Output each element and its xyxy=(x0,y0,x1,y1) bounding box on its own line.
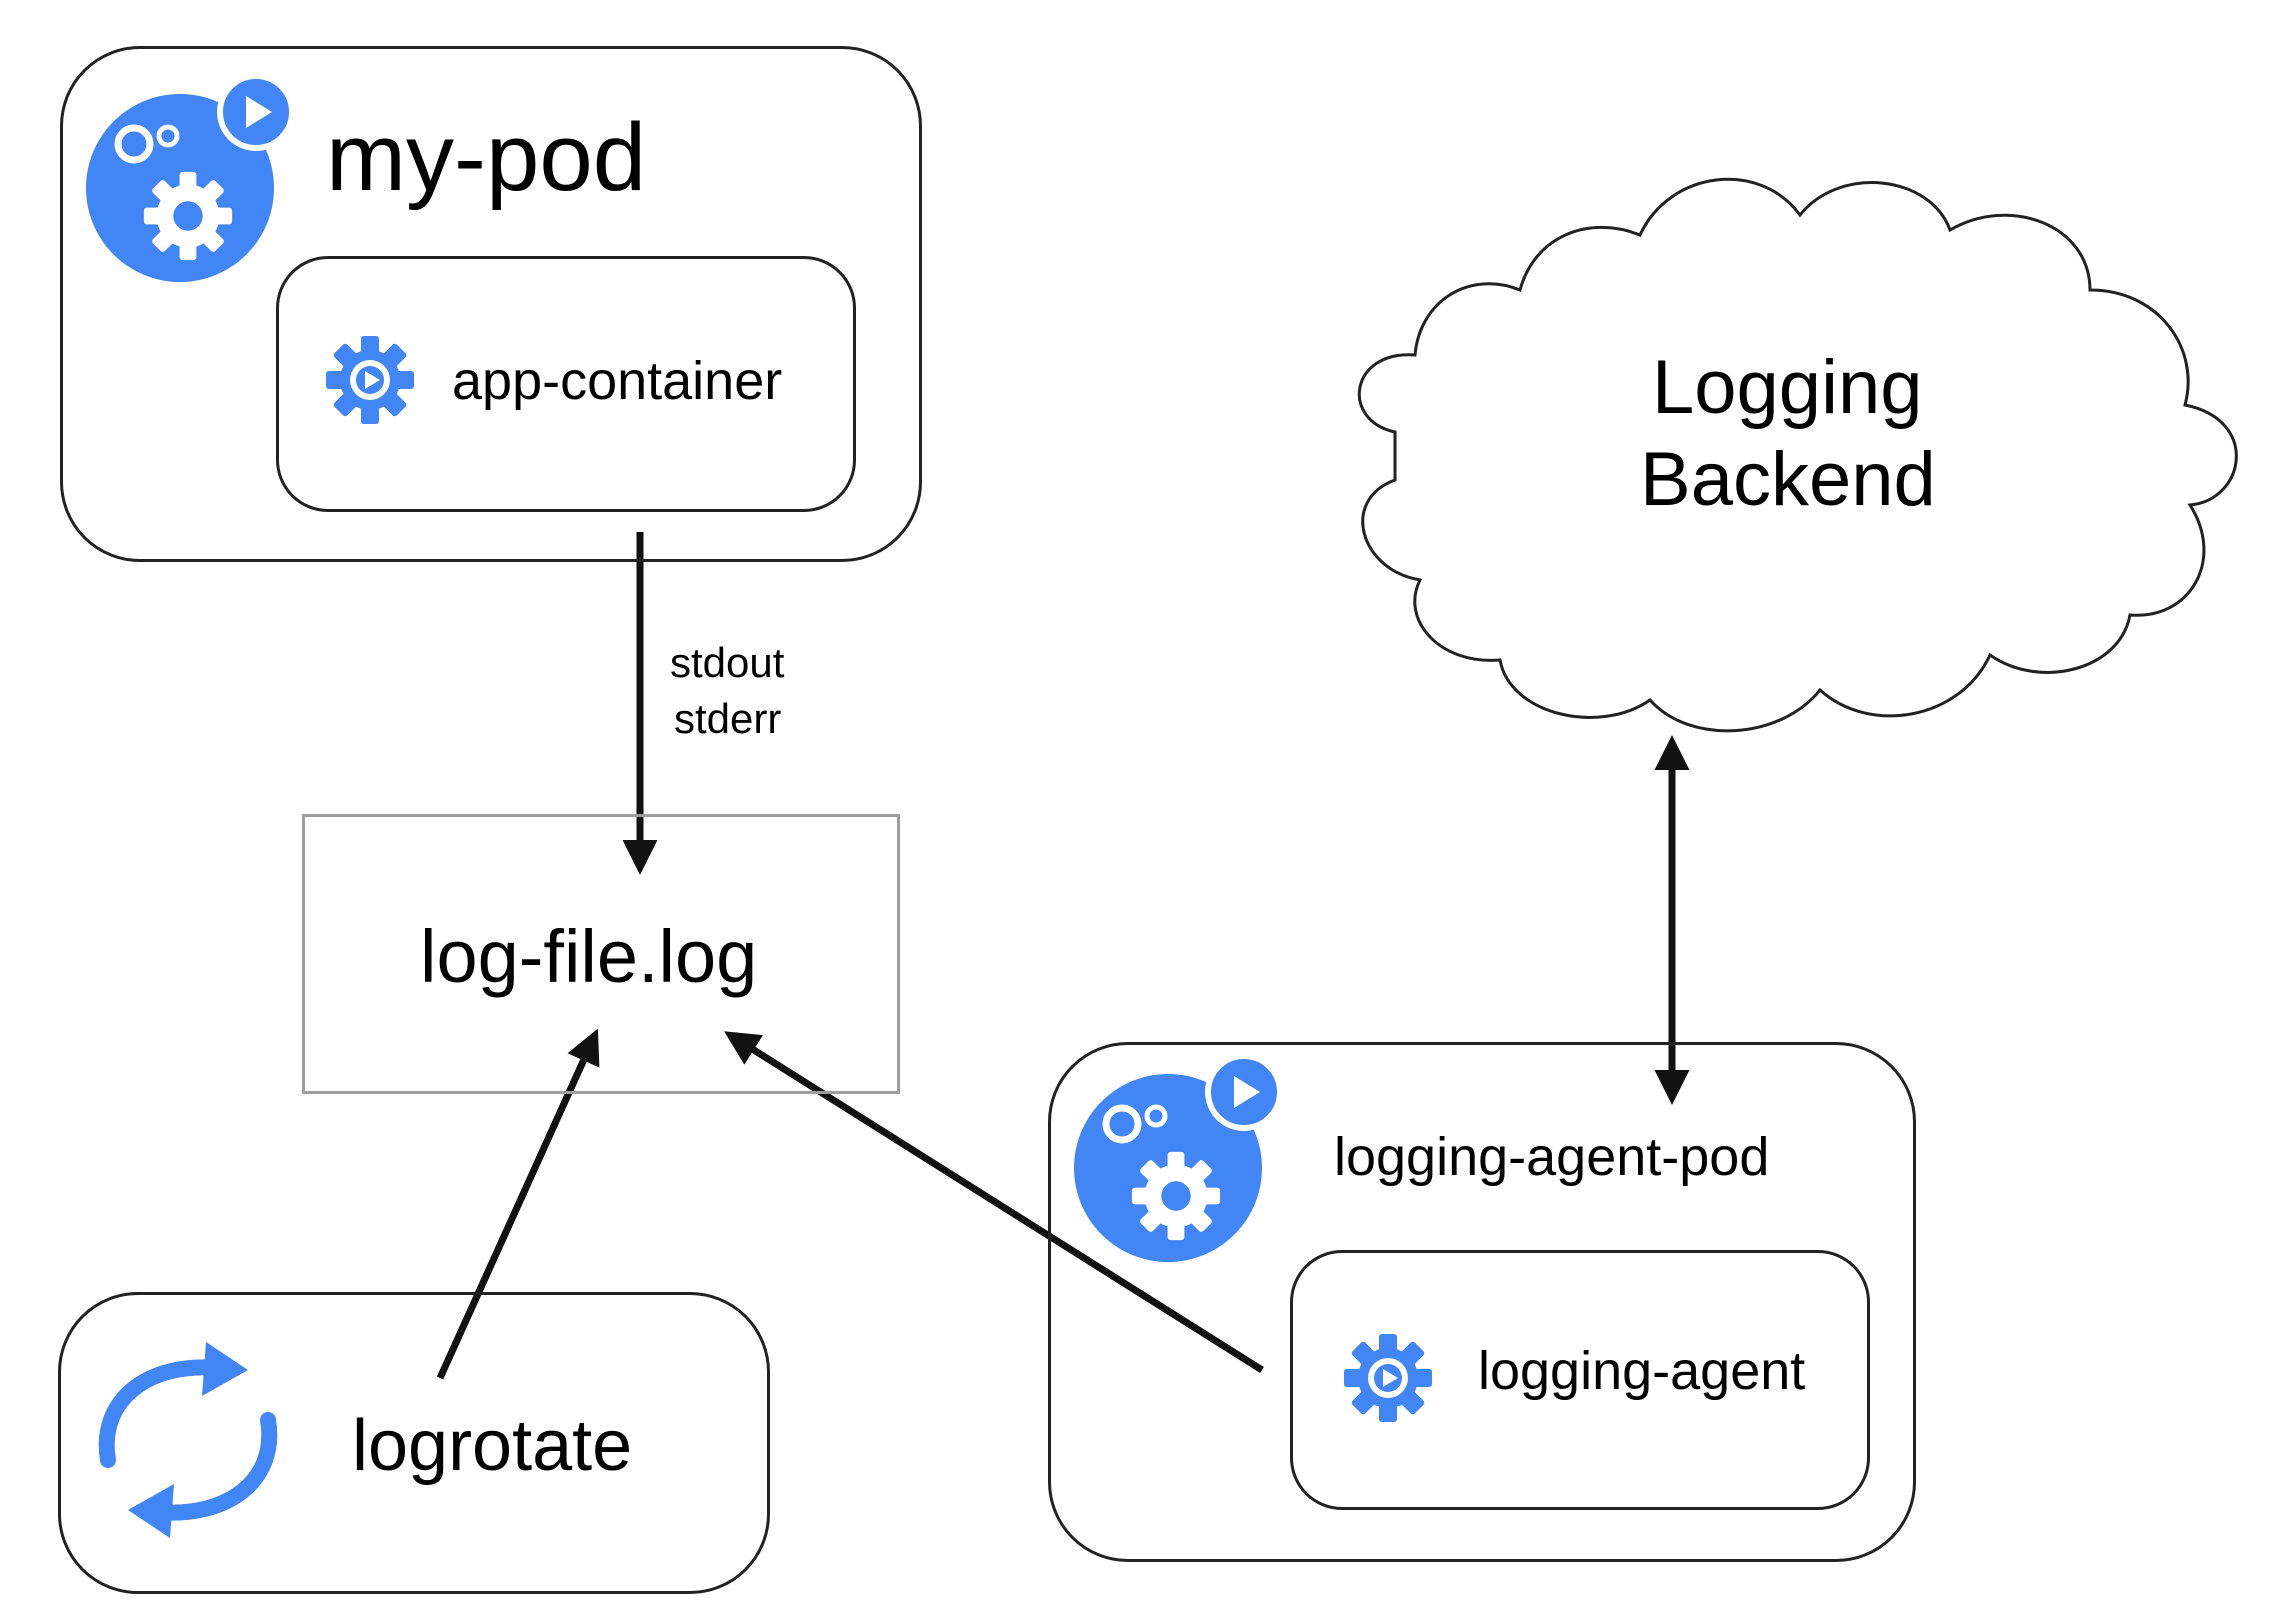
container-gear-play-icon xyxy=(326,336,414,424)
rotate-arrows-icon xyxy=(98,1342,278,1538)
stream-label-stdout: stdout xyxy=(670,639,785,686)
cloud-icon xyxy=(1357,177,2238,733)
logging-agent-label: logging-agent xyxy=(1478,1341,1806,1401)
logging-agent-pod-title: logging-agent-pod xyxy=(1334,1127,1770,1187)
log-file-box[interactable] xyxy=(302,814,900,1094)
logrotate-label: logrotate xyxy=(352,1406,633,1486)
log-file-label: log-file.log xyxy=(420,915,758,998)
logging-agent-pod-box[interactable] xyxy=(1048,1042,1916,1562)
backend-label-line1: Logging xyxy=(1652,345,1923,430)
backend-label-line2: Backend xyxy=(1640,437,1936,522)
logrotate-box[interactable] xyxy=(58,1292,770,1594)
pod-gears-icon xyxy=(86,73,295,282)
app-container-box[interactable] xyxy=(276,256,856,512)
logging-agent-box[interactable] xyxy=(1290,1250,1870,1510)
arrow-agent-to-logfile xyxy=(724,1031,1264,1373)
stream-label-stderr: stderr xyxy=(674,695,782,742)
app-container-label: app-container xyxy=(452,351,783,411)
my-pod-box[interactable] xyxy=(60,46,922,562)
my-pod-title: my-pod xyxy=(326,104,647,211)
container-gear-play-icon xyxy=(1344,1334,1432,1422)
